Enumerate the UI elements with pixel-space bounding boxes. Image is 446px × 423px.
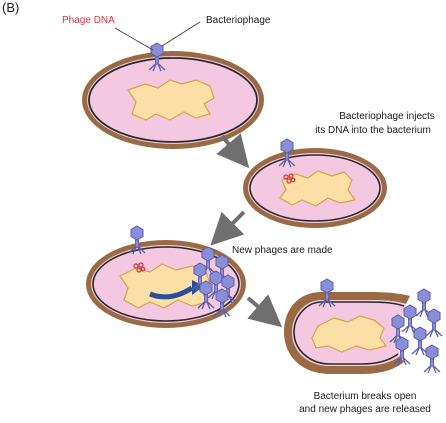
new-phages-caption: New phages are made xyxy=(232,245,333,256)
blue-process-arrow xyxy=(149,285,194,300)
arrow-step-2 xyxy=(210,210,246,246)
release-caption-line1: Bacterium breaks open xyxy=(313,391,417,402)
release-caption-line2: and new phages are released xyxy=(299,404,431,415)
panel-label: (B) xyxy=(2,0,20,15)
arrow-step-3 xyxy=(246,294,283,328)
phage-dna-label: Phage DNA xyxy=(62,15,115,26)
bacterium-cell-2 xyxy=(243,148,387,228)
bacterium-cell-4-lysed xyxy=(284,292,410,374)
bacteriophage-pointer xyxy=(161,21,201,47)
nucleoid-4 xyxy=(311,315,388,353)
nucleoid-2 xyxy=(279,170,357,207)
phage-dna-pointer xyxy=(114,27,154,51)
bacteriophage-label: Bacteriophage xyxy=(206,15,271,26)
nucleoid-1 xyxy=(127,79,215,121)
inject-caption-line1: Bacteriophage injects xyxy=(339,111,435,122)
inject-caption-line2: its DNA into the bacterium xyxy=(315,125,431,136)
arrow-step-1 xyxy=(216,133,250,169)
bacterium-cell-1 xyxy=(82,51,264,149)
